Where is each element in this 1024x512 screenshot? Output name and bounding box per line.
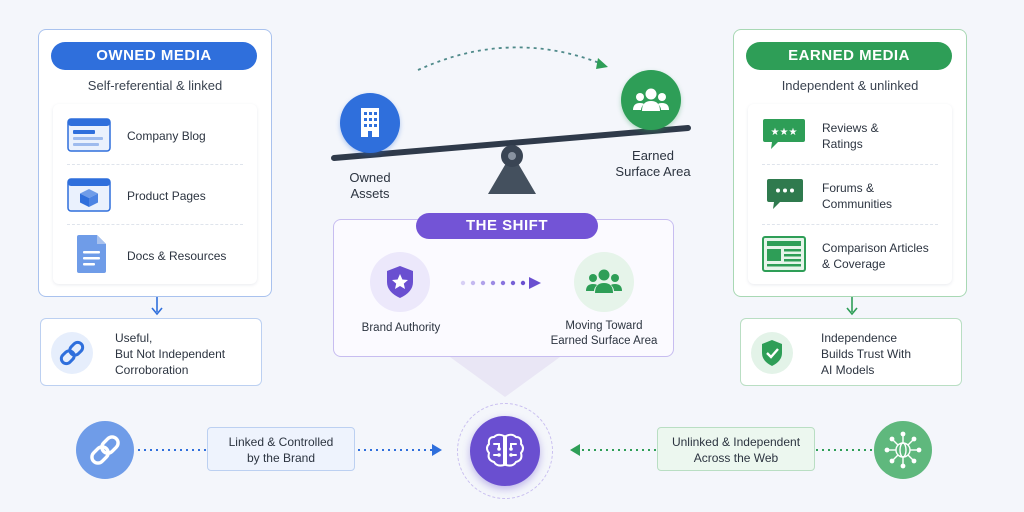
owned-media-panel: OWNED MEDIA Self-referential & linked Co… — [38, 29, 272, 297]
linked-controlled-line2: by the Brand — [246, 451, 316, 465]
list-item-forums-communities: Forums & Communities — [748, 166, 952, 224]
reviews-label-1: Reviews & — [822, 121, 879, 135]
earned-media-subtitle: Independent & unlinked — [781, 78, 919, 93]
owned-media-subtitle: Self-referential & linked — [87, 78, 223, 93]
shield-check-icon — [751, 332, 793, 374]
list-item-company-blog: Company Blog — [53, 106, 257, 164]
earned-result-line1: Independence — [821, 331, 898, 345]
earned-down-arrow — [846, 297, 858, 316]
earned-result-line3: AI Models — [821, 363, 875, 377]
unlinked-independent-line1: Unlinked & Independent — [671, 435, 801, 449]
owned-assets-line1: Owned — [349, 170, 391, 185]
product-pages-label: Product Pages — [127, 189, 206, 203]
ai-brain-ring — [457, 403, 553, 499]
comparison-label-1: Comparison Articles — [822, 241, 929, 255]
linked-controlled-tag: Linked & Controlled by the Brand — [207, 427, 355, 471]
earned-surface-line2: Surface Area — [615, 164, 691, 179]
company-blog-label: Company Blog — [127, 129, 206, 143]
seesaw-scale — [331, 125, 691, 194]
list-item-comparison-articles: Comparison Articles & Coverage — [748, 226, 952, 284]
earned-media-panel: EARNED MEDIA Independent & unlinked ★★★ … — [733, 29, 967, 297]
divider — [67, 164, 243, 165]
brand-authority-label: Brand Authority — [361, 322, 441, 334]
svg-text:★★★: ★★★ — [771, 127, 798, 138]
earned-result-card: Independence Builds Trust With AI Models — [740, 318, 962, 386]
unlinked-independent-line2: Across the Web — [693, 451, 779, 465]
dotted-curve-arrow — [417, 46, 608, 71]
newspaper-icon — [762, 236, 806, 277]
earned-surface-label: Earned Surface Area — [606, 148, 700, 180]
shift-dotted-arrow — [460, 277, 541, 289]
moving-toward-label: Moving Toward Earned Surface Area — [536, 319, 672, 349]
owned-media-list: Company Blog Product Pages — [53, 104, 257, 284]
list-item-docs-resources: Docs & Resources — [53, 226, 257, 284]
earned-result-line2: Builds Trust With — [821, 347, 912, 361]
reviews-label-2: Ratings — [822, 137, 863, 151]
moving-toward-line1: Moving Toward — [565, 320, 643, 332]
comparison-label-2: & Coverage — [822, 257, 886, 271]
shield-star-icon — [370, 252, 430, 312]
funnel-connector — [450, 357, 560, 397]
the-shift-title: THE SHIFT — [416, 213, 598, 239]
people-group-icon — [621, 70, 681, 130]
product-box-icon — [67, 178, 111, 217]
owned-result-line3: Corroboration — [115, 363, 189, 377]
document-icon — [75, 234, 107, 279]
earned-media-title: EARNED MEDIA — [746, 42, 952, 70]
people-group-icon — [574, 252, 634, 312]
forums-label-1: Forums & — [822, 181, 875, 195]
unlinked-independent-tag: Unlinked & Independent Across the Web — [657, 427, 815, 471]
earned-surface-line1: Earned — [632, 148, 674, 163]
earned-media-list: ★★★ Reviews & Ratings Forums & Communiti… — [748, 104, 952, 284]
left-dotted-connector — [138, 444, 442, 456]
owned-assets-line2: Assets — [350, 186, 390, 201]
browser-window-icon — [67, 118, 111, 157]
link-icon — [76, 421, 134, 479]
divider — [67, 224, 243, 225]
network-globe-icon — [874, 421, 932, 479]
owned-assets-label: Owned Assets — [330, 170, 410, 202]
linked-controlled-line1: Linked & Controlled — [228, 435, 334, 449]
owned-result-card: Useful, But Not Independent Corroboratio… — [40, 318, 262, 386]
chat-bubble-icon — [766, 178, 804, 217]
owned-media-title: OWNED MEDIA — [51, 42, 257, 70]
the-shift-panel: Brand Authority Moving Toward Earned Sur… — [333, 219, 674, 357]
forums-label-2: Communities — [822, 197, 893, 211]
divider — [762, 224, 938, 225]
owned-result-line1: Useful, — [115, 331, 153, 345]
link-icon — [51, 332, 93, 374]
ai-brain-icon — [470, 416, 540, 486]
list-item-reviews-ratings: ★★★ Reviews & Ratings — [748, 106, 952, 164]
right-dotted-connector — [570, 444, 872, 456]
divider — [762, 164, 938, 165]
docs-resources-label: Docs & Resources — [127, 249, 227, 263]
list-item-product-pages: Product Pages — [53, 166, 257, 224]
owned-result-line2: But Not Independent — [115, 347, 226, 361]
moving-toward-line2: Earned Surface Area — [550, 335, 658, 347]
building-icon — [340, 93, 400, 153]
star-rating-icon: ★★★ — [762, 118, 806, 157]
owned-down-arrow — [151, 297, 163, 316]
